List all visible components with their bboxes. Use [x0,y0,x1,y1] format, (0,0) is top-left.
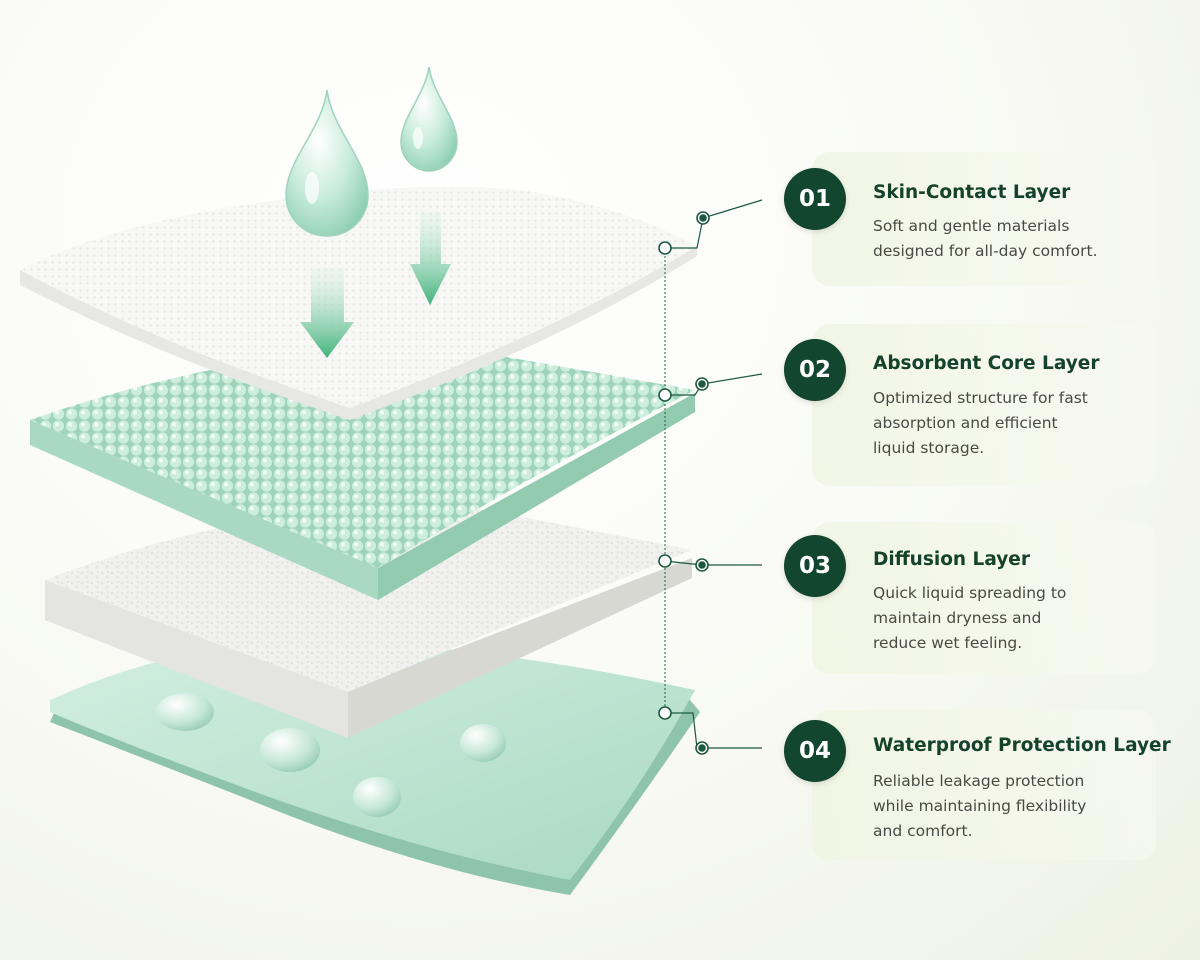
water-drop-icon [285,89,369,237]
layer-title: Skin-Contact Layer [873,182,1071,203]
layer-number-badge: 02 [784,339,846,401]
layer-card-2 [812,324,1156,486]
layer-card-1 [812,152,1156,286]
water-bead-icon [460,724,506,762]
water-bead-icon [156,693,214,731]
layer-description: Optimized structure for fast absorption … [873,386,1088,461]
water-drop-icon [400,66,458,172]
layer-number-badge: 01 [784,168,846,230]
water-bead-icon [260,728,320,772]
layer-description-line: and comfort. [873,822,973,840]
arrow-down-icon [410,212,451,305]
layer-description: Reliable leakage protection while mainta… [873,769,1086,844]
layer-description-line: maintain dryness and [873,609,1042,627]
connector-lines [664,199,763,749]
layer-number-badge: 04 [784,720,846,782]
layer-description-line: Reliable leakage protection [873,772,1085,790]
layer-description-line: while maintaining flexibility [873,797,1087,815]
circle-node-icon [695,211,710,755]
layer-description-line: liquid storage. [873,439,985,457]
layer-description-line: Soft and gentle materials [873,217,1070,235]
layer-number-badge: 03 [784,535,846,597]
absorbent-core-layer [30,340,695,600]
layer-description-line: absorption and efficient [873,414,1058,432]
layer-description-line: Optimized structure for fast [873,389,1088,407]
circle-node-icon [658,241,672,720]
layer-description-line: reduce wet feeling. [873,634,1023,652]
waterproof-layer [50,640,700,895]
skin-contact-layer [20,186,697,420]
layer-card-4 [812,710,1156,860]
layer-description-line: Quick liquid spreading to [873,584,1067,602]
layer-title: Diffusion Layer [873,549,1030,570]
layer-title: Waterproof Protection Layer [873,735,1171,756]
layer-description: Quick liquid spreading to maintain dryne… [873,581,1066,656]
layer-card-3 [812,522,1156,674]
arrow-down-icon [300,268,354,358]
layer-description-line: designed for all-day comfort. [873,242,1098,260]
layer-title: Absorbent Core Layer [873,353,1100,374]
water-bead-icon [353,777,401,817]
layer-description: Soft and gentle materials designed for a… [873,214,1098,264]
